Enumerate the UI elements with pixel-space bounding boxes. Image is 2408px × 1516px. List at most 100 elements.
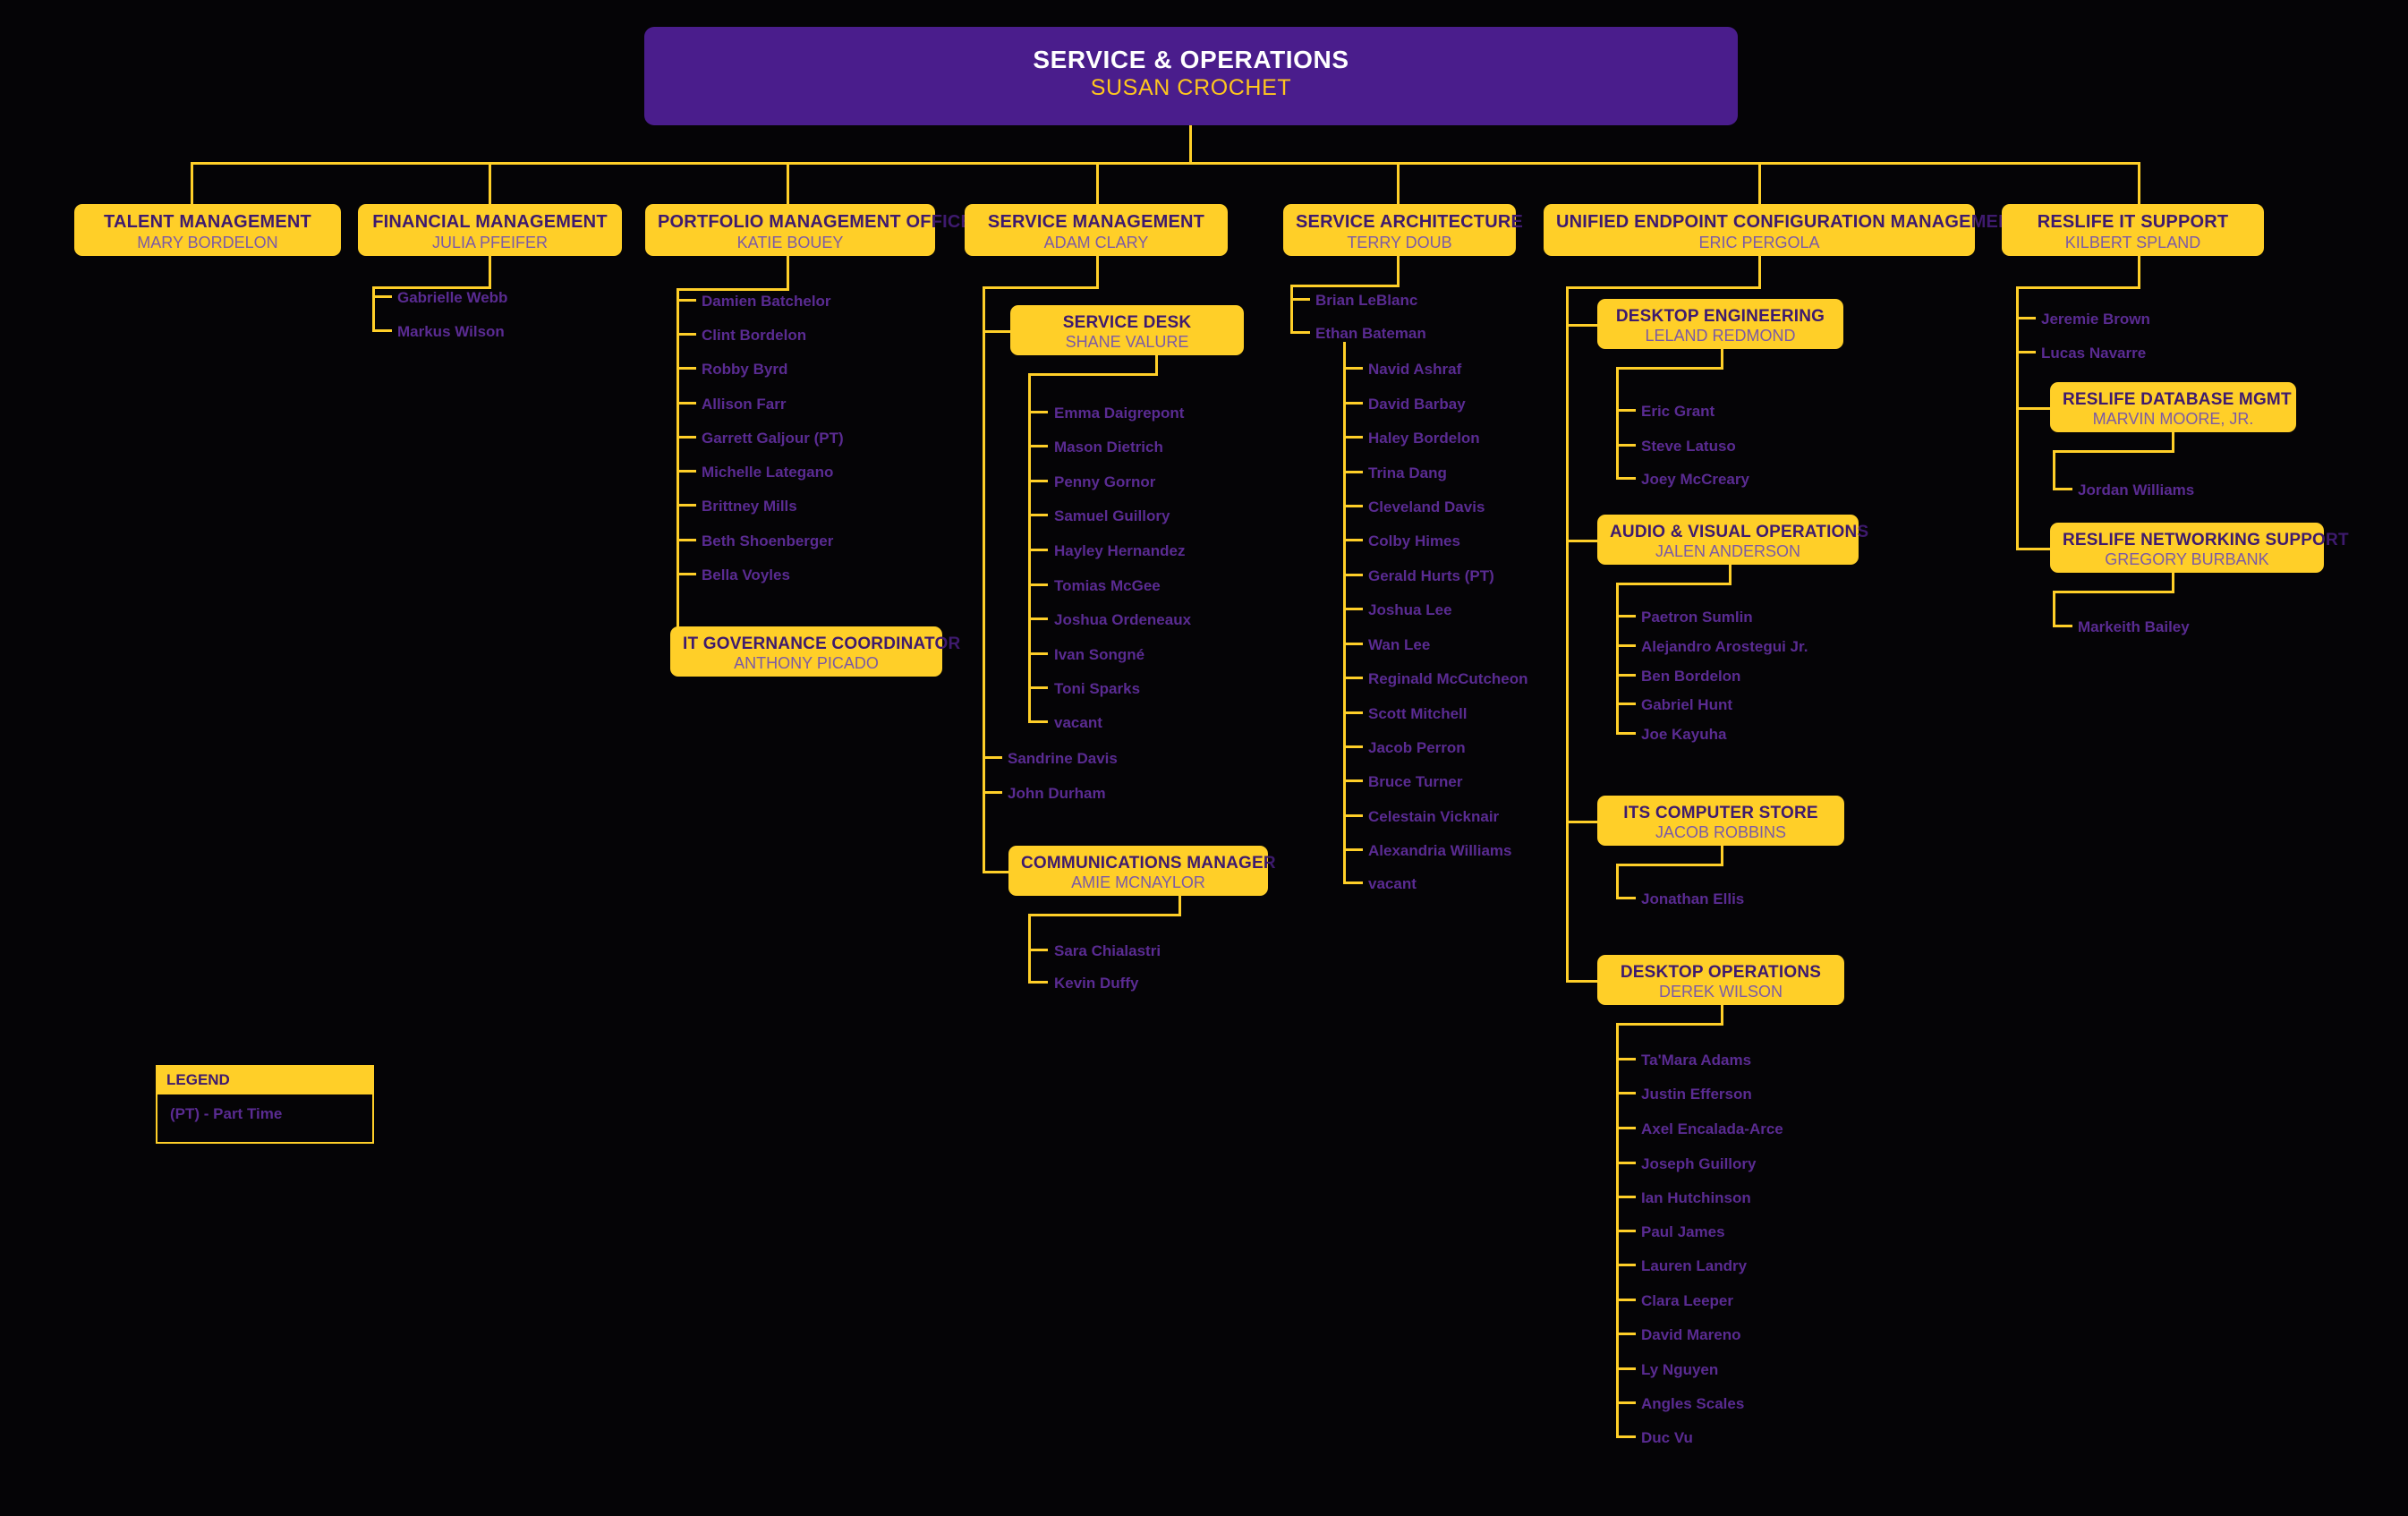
node-reslife-database-mgmt[interactable]: RESLIFE DATABASE MGMT MARVIN MOORE, JR. [2050, 382, 2296, 432]
leaf-person: Joey McCreary [1641, 471, 1749, 488]
node-person: KATIE BOUEY [736, 233, 844, 251]
connector-tick [1343, 402, 1363, 405]
connector-tick [1290, 298, 1310, 301]
leaf-person: Bella Voyles [702, 566, 790, 583]
leaf-person: Reginald McCutcheon [1368, 670, 1528, 687]
node-title: COMMUNICATIONS MANAGER [1021, 854, 1276, 873]
leaf-person: Cleveland Davis [1368, 498, 1485, 515]
connector-tick [1343, 505, 1363, 507]
node-person: GREGORY BURBANK [2105, 550, 2269, 569]
node-communications-manager[interactable]: COMMUNICATIONS MANAGER AMIE MCNAYLOR [1008, 846, 1276, 896]
connector-tick [1616, 1092, 1636, 1094]
connector-deskeng-stem [1721, 349, 1723, 369]
connector-tick [1616, 1230, 1636, 1232]
node-its-computer-store[interactable]: ITS COMPUTER STORE JACOB ROBBINS [1597, 796, 1844, 846]
node-title: IT GOVERNANCE COORDINATOR [683, 635, 961, 653]
leaf-person: Sandrine Davis [1008, 750, 1118, 767]
connector-financial-rail [372, 286, 375, 330]
connector-tick [676, 367, 696, 370]
node-service-architecture[interactable]: SERVICE ARCHITECTURE TERRY DOUB [1283, 204, 1523, 256]
connector-financial-elbow [372, 286, 491, 289]
connector-tick [1343, 814, 1363, 817]
connector-tick [1343, 881, 1363, 884]
connector-drop-servicearch [1397, 162, 1400, 205]
connector-reslife-to-net [2016, 548, 2054, 550]
connector-tick [1616, 1162, 1636, 1164]
connector-reslife-rail [2016, 286, 2019, 549]
node-unified-endpoint-configuration-management[interactable]: UNIFIED ENDPOINT CONFIGURATION MANAGEMEN… [1544, 204, 2022, 256]
connector-deskops-stem [1721, 1005, 1723, 1025]
node-desktop-operations[interactable]: DESKTOP OPERATIONS DEREK WILSON [1597, 955, 1844, 1005]
connector-reslife-to-db [2016, 407, 2054, 410]
node-reslife-it-support[interactable]: RESLIFE IT SUPPORT KILBERT SPLAND [2002, 204, 2264, 256]
leaf-person: Toni Sparks [1054, 680, 1141, 697]
connector-reslife-stem [2138, 256, 2140, 288]
connector-tick [676, 333, 696, 336]
leaf-person: Eric Grant [1641, 403, 1715, 420]
leaf-person: Jordan Williams [2078, 481, 2195, 498]
connector-top-bus [191, 162, 2138, 165]
connector-tick [983, 756, 1002, 759]
connector-tick [1028, 617, 1048, 620]
node-title: SERVICE DESK [1062, 313, 1192, 332]
node-desktop-engineering[interactable]: DESKTOP ENGINEERING LELAND REDMOND [1597, 299, 1843, 349]
connector-uecm-stem [1758, 256, 1761, 288]
leaf-person: Mason Dietrich [1054, 439, 1163, 456]
leaf-person: Alejandro Arostegui Jr. [1641, 638, 1808, 655]
connector-tick [2016, 351, 2036, 353]
leaf-person: Jacob Perron [1368, 739, 1466, 756]
leaf-person: Gerald Hurts (PT) [1368, 567, 1494, 584]
leaf-person: Gabrielle Webb [397, 289, 508, 306]
node-service-and-operations[interactable]: SERVICE & OPERATIONS SUSAN CROCHET [644, 27, 1738, 125]
connector-tick [1028, 549, 1048, 551]
node-portfolio-management-office[interactable]: PORTFOLIO MANAGEMENT OFFICE KATIE BOUEY [645, 204, 973, 256]
leaf-person-ethan-bateman: Ethan Bateman [1315, 325, 1426, 342]
connector-tick [1343, 367, 1363, 370]
connector-servicedesk-stem [1155, 355, 1158, 375]
leaf-person: Ben Bordelon [1641, 668, 1741, 685]
connector-tick [1028, 652, 1048, 655]
leaf-person: Ivan Songné [1054, 646, 1145, 663]
connector-tick [2053, 625, 2072, 627]
connector-tick [1028, 981, 1048, 984]
leaf-person: Jonathan Ellis [1641, 890, 1745, 907]
leaf-person: Navid Ashraf [1368, 361, 1462, 378]
leaf-person: Celestain Vicknair [1368, 808, 1500, 825]
node-person: MARY BORDELON [137, 233, 278, 251]
node-audio-visual-operations[interactable]: AUDIO & VISUAL OPERATIONS JALEN ANDERSON [1597, 515, 1868, 565]
leaf-person: Penny Gornor [1054, 473, 1156, 490]
node-service-management[interactable]: SERVICE MANAGEMENT ADAM CLARY [965, 204, 1228, 256]
node-title: SERVICE & OPERATIONS [1033, 46, 1349, 73]
node-reslife-networking-support[interactable]: RESLIFE NETWORKING SUPPORT GREGORY BURBA… [2050, 523, 2349, 573]
leaf-person: Brittney Mills [702, 498, 797, 515]
node-service-desk[interactable]: SERVICE DESK SHANE VALURE [1010, 305, 1244, 355]
node-it-governance-coordinator[interactable]: IT GOVERNANCE COORDINATOR ANTHONY PICADO [670, 626, 961, 677]
connector-pmo-stem [787, 256, 789, 290]
connector-tick [1616, 703, 1636, 705]
connector-tick [983, 791, 1002, 794]
node-financial-management[interactable]: FINANCIAL MANAGEMENT JULIA PFEIFER [358, 204, 622, 256]
node-person: AMIE MCNAYLOR [1071, 873, 1205, 892]
connector-tick [1616, 1264, 1636, 1266]
connector-resnet-rail [2053, 591, 2055, 626]
connector-uecm-to-av [1566, 540, 1600, 542]
node-person: ERIC PERGOLA [1698, 233, 1820, 251]
leaf-person: John Durham [1008, 785, 1106, 802]
connector-av-rail [1616, 583, 1619, 734]
node-talent-management[interactable]: TALENT MANAGEMENT MARY BORDELON [74, 204, 341, 256]
leaf-person: vacant [1368, 875, 1417, 892]
leaf-person: Joshua Ordeneaux [1054, 611, 1192, 628]
leaf-person: Paetron Sumlin [1641, 609, 1753, 626]
connector-comms-rail [1028, 914, 1031, 982]
node-person: JACOB ROBBINS [1655, 823, 1787, 842]
connector-store-stem [1721, 846, 1723, 865]
connector-tick [1343, 539, 1363, 541]
connector-bateman-rail [1343, 342, 1346, 881]
connector-svcarch-elbow [1290, 285, 1400, 287]
leaf-person: Tomias McGee [1054, 577, 1161, 594]
connector-resnet-elbow [2053, 591, 2174, 593]
leaf-person: Brian LeBlanc [1315, 292, 1418, 309]
connector-tick [1028, 583, 1048, 586]
legend-header: LEGEND [156, 1065, 374, 1094]
leaf-person: Garrett Galjour (PT) [702, 430, 844, 447]
